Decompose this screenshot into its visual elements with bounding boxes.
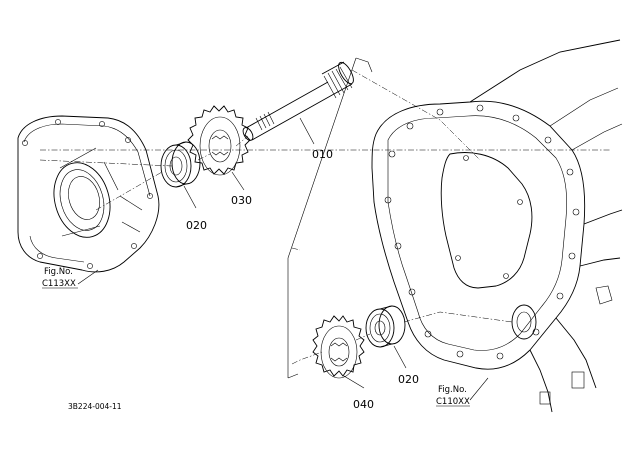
bearing-020-lower	[365, 305, 406, 348]
leader-lines	[77, 117, 489, 401]
part-label-020-lower: 020	[398, 373, 419, 386]
part-label-010: 010	[312, 148, 333, 161]
part-label-040: 040	[353, 398, 374, 411]
fig-ref-right-title: Fig.No.	[438, 385, 467, 395]
assembly-center-lines	[39, 57, 610, 379]
drawing-code: 3B224-004-11	[68, 402, 122, 411]
part-label-030: 030	[231, 194, 252, 207]
gear-030	[187, 105, 251, 176]
fig-ref-left-code: C113XX	[42, 279, 76, 289]
bearing-020-upper	[160, 141, 201, 188]
shaft-010	[242, 61, 354, 141]
gear-040	[312, 315, 365, 379]
fig-ref-right-code: C110XX	[436, 397, 470, 407]
part-label-020-upper: 020	[186, 219, 207, 232]
fig-ref-left-title: Fig.No.	[44, 267, 73, 277]
front-cover-housing	[17, 115, 160, 273]
transmission-case-housing	[371, 39, 623, 413]
